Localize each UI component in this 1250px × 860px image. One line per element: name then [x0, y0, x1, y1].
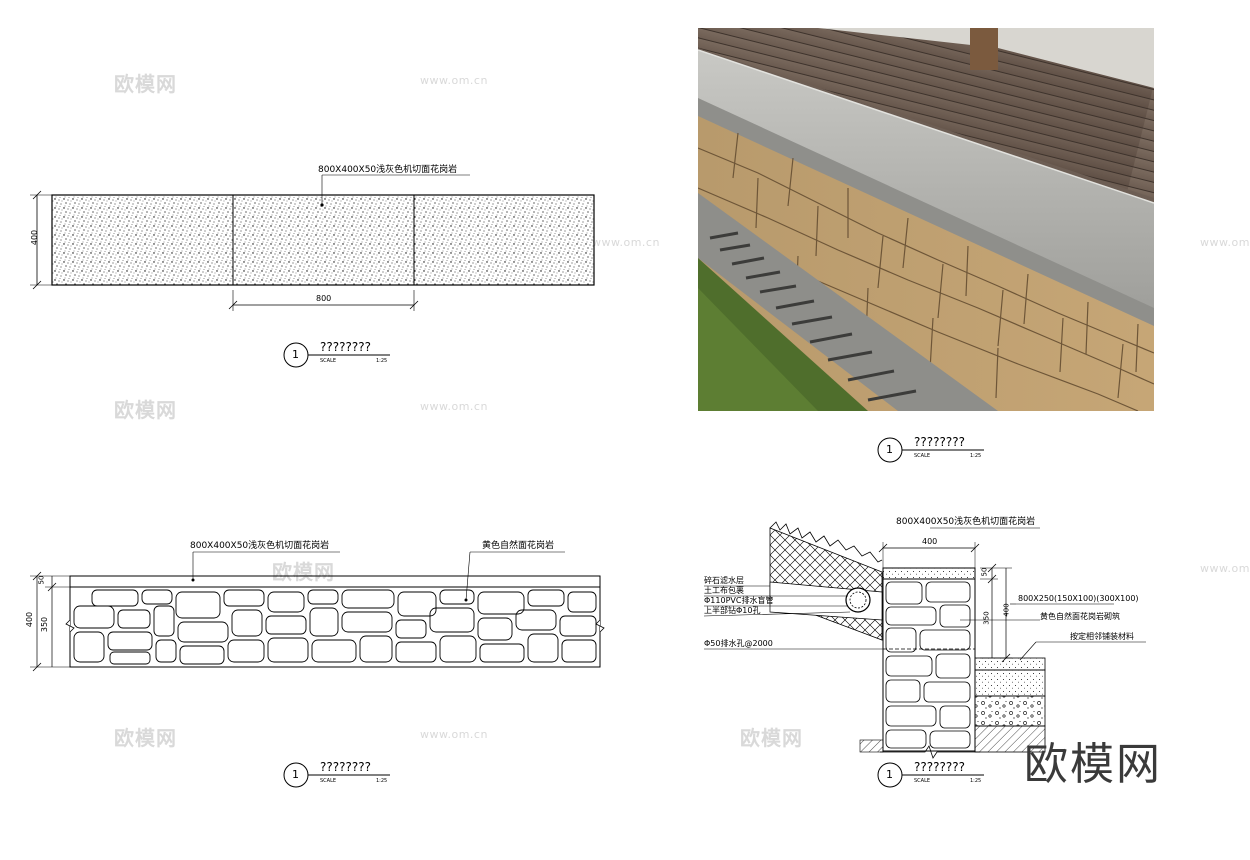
elevation-tag-scale-label: SCALE: [320, 778, 337, 784]
elevation-callout-top: 800X400X50浅灰色机切面花岗岩: [190, 541, 330, 551]
photo-tag-title: ????????: [914, 435, 965, 449]
section-tag-scale: 1:25: [970, 778, 982, 784]
section-callout-top: 800X400X50浅灰色机切面花岗岩: [896, 517, 1036, 527]
section-label-holes: 上半部钻Φ10孔: [704, 606, 761, 615]
section-label-drain: Φ50排水孔@2000: [704, 639, 773, 648]
photo-tag-scale: 1:25: [970, 453, 982, 459]
section-tag-scale-label: SCALE: [914, 778, 931, 784]
plan-tag-scale-label: SCALE: [320, 358, 337, 364]
section-label-stone-size: 800X250(150X100)(300X100): [1018, 594, 1139, 603]
section-label-geotextile: 土工布包裹: [704, 586, 744, 595]
elevation-tag-number: 1: [292, 768, 299, 781]
section-label-stone: 黄色自然面花岗岩砌筑: [1040, 612, 1120, 621]
plan-dim-width: 800: [316, 294, 332, 303]
watermark-brand: 欧模网: [114, 72, 177, 96]
section-dim-total: 400: [1002, 603, 1011, 617]
brand-logo: 欧模网: [1024, 739, 1162, 790]
section-tag-number: 1: [886, 768, 893, 781]
reference-photo: [698, 28, 1154, 411]
section-dim-width: 400: [922, 537, 938, 546]
section-label-gravel: 碎石滤水层: [704, 576, 744, 585]
photo-tag-scale-label: SCALE: [914, 453, 931, 459]
section-label-paving: 按定相邻铺装材料: [1070, 632, 1134, 641]
watermark-brand: 欧模网: [114, 726, 177, 750]
watermark-url: www.om.cn: [420, 400, 488, 413]
plan-callout: 800X400X50浅灰色机切面花岗岩: [318, 165, 458, 175]
elevation-callout-stone: 黄色自然面花岗岩: [482, 541, 555, 551]
watermark-brand: 欧模网: [114, 398, 177, 422]
elevation-tag-scale: 1:25: [376, 778, 388, 784]
watermark-url: www.om.cn: [420, 728, 488, 741]
watermark-url: www.om.cn: [592, 236, 660, 249]
watermark-brand: 欧模网: [740, 726, 803, 750]
section-dim-body: 350: [982, 611, 991, 625]
watermark-url: www.om.cn: [1200, 236, 1250, 249]
photo-tag-number: 1: [886, 443, 893, 456]
section-tag-title: ????????: [914, 760, 965, 774]
plan-tag-scale: 1:25: [376, 358, 388, 364]
elevation-tag-title: ????????: [320, 760, 371, 774]
watermark-brand: 欧模网: [272, 560, 335, 584]
section-label-pipe: Φ110PVC排水盲管: [704, 596, 774, 605]
plan-tag-title: ????????: [320, 340, 371, 354]
plan-tag-number: 1: [292, 348, 299, 361]
watermark-url: www.om.cn: [420, 74, 488, 87]
watermark-url: www.om.cn: [1200, 562, 1250, 575]
section-dim-cap: 50: [980, 567, 989, 577]
